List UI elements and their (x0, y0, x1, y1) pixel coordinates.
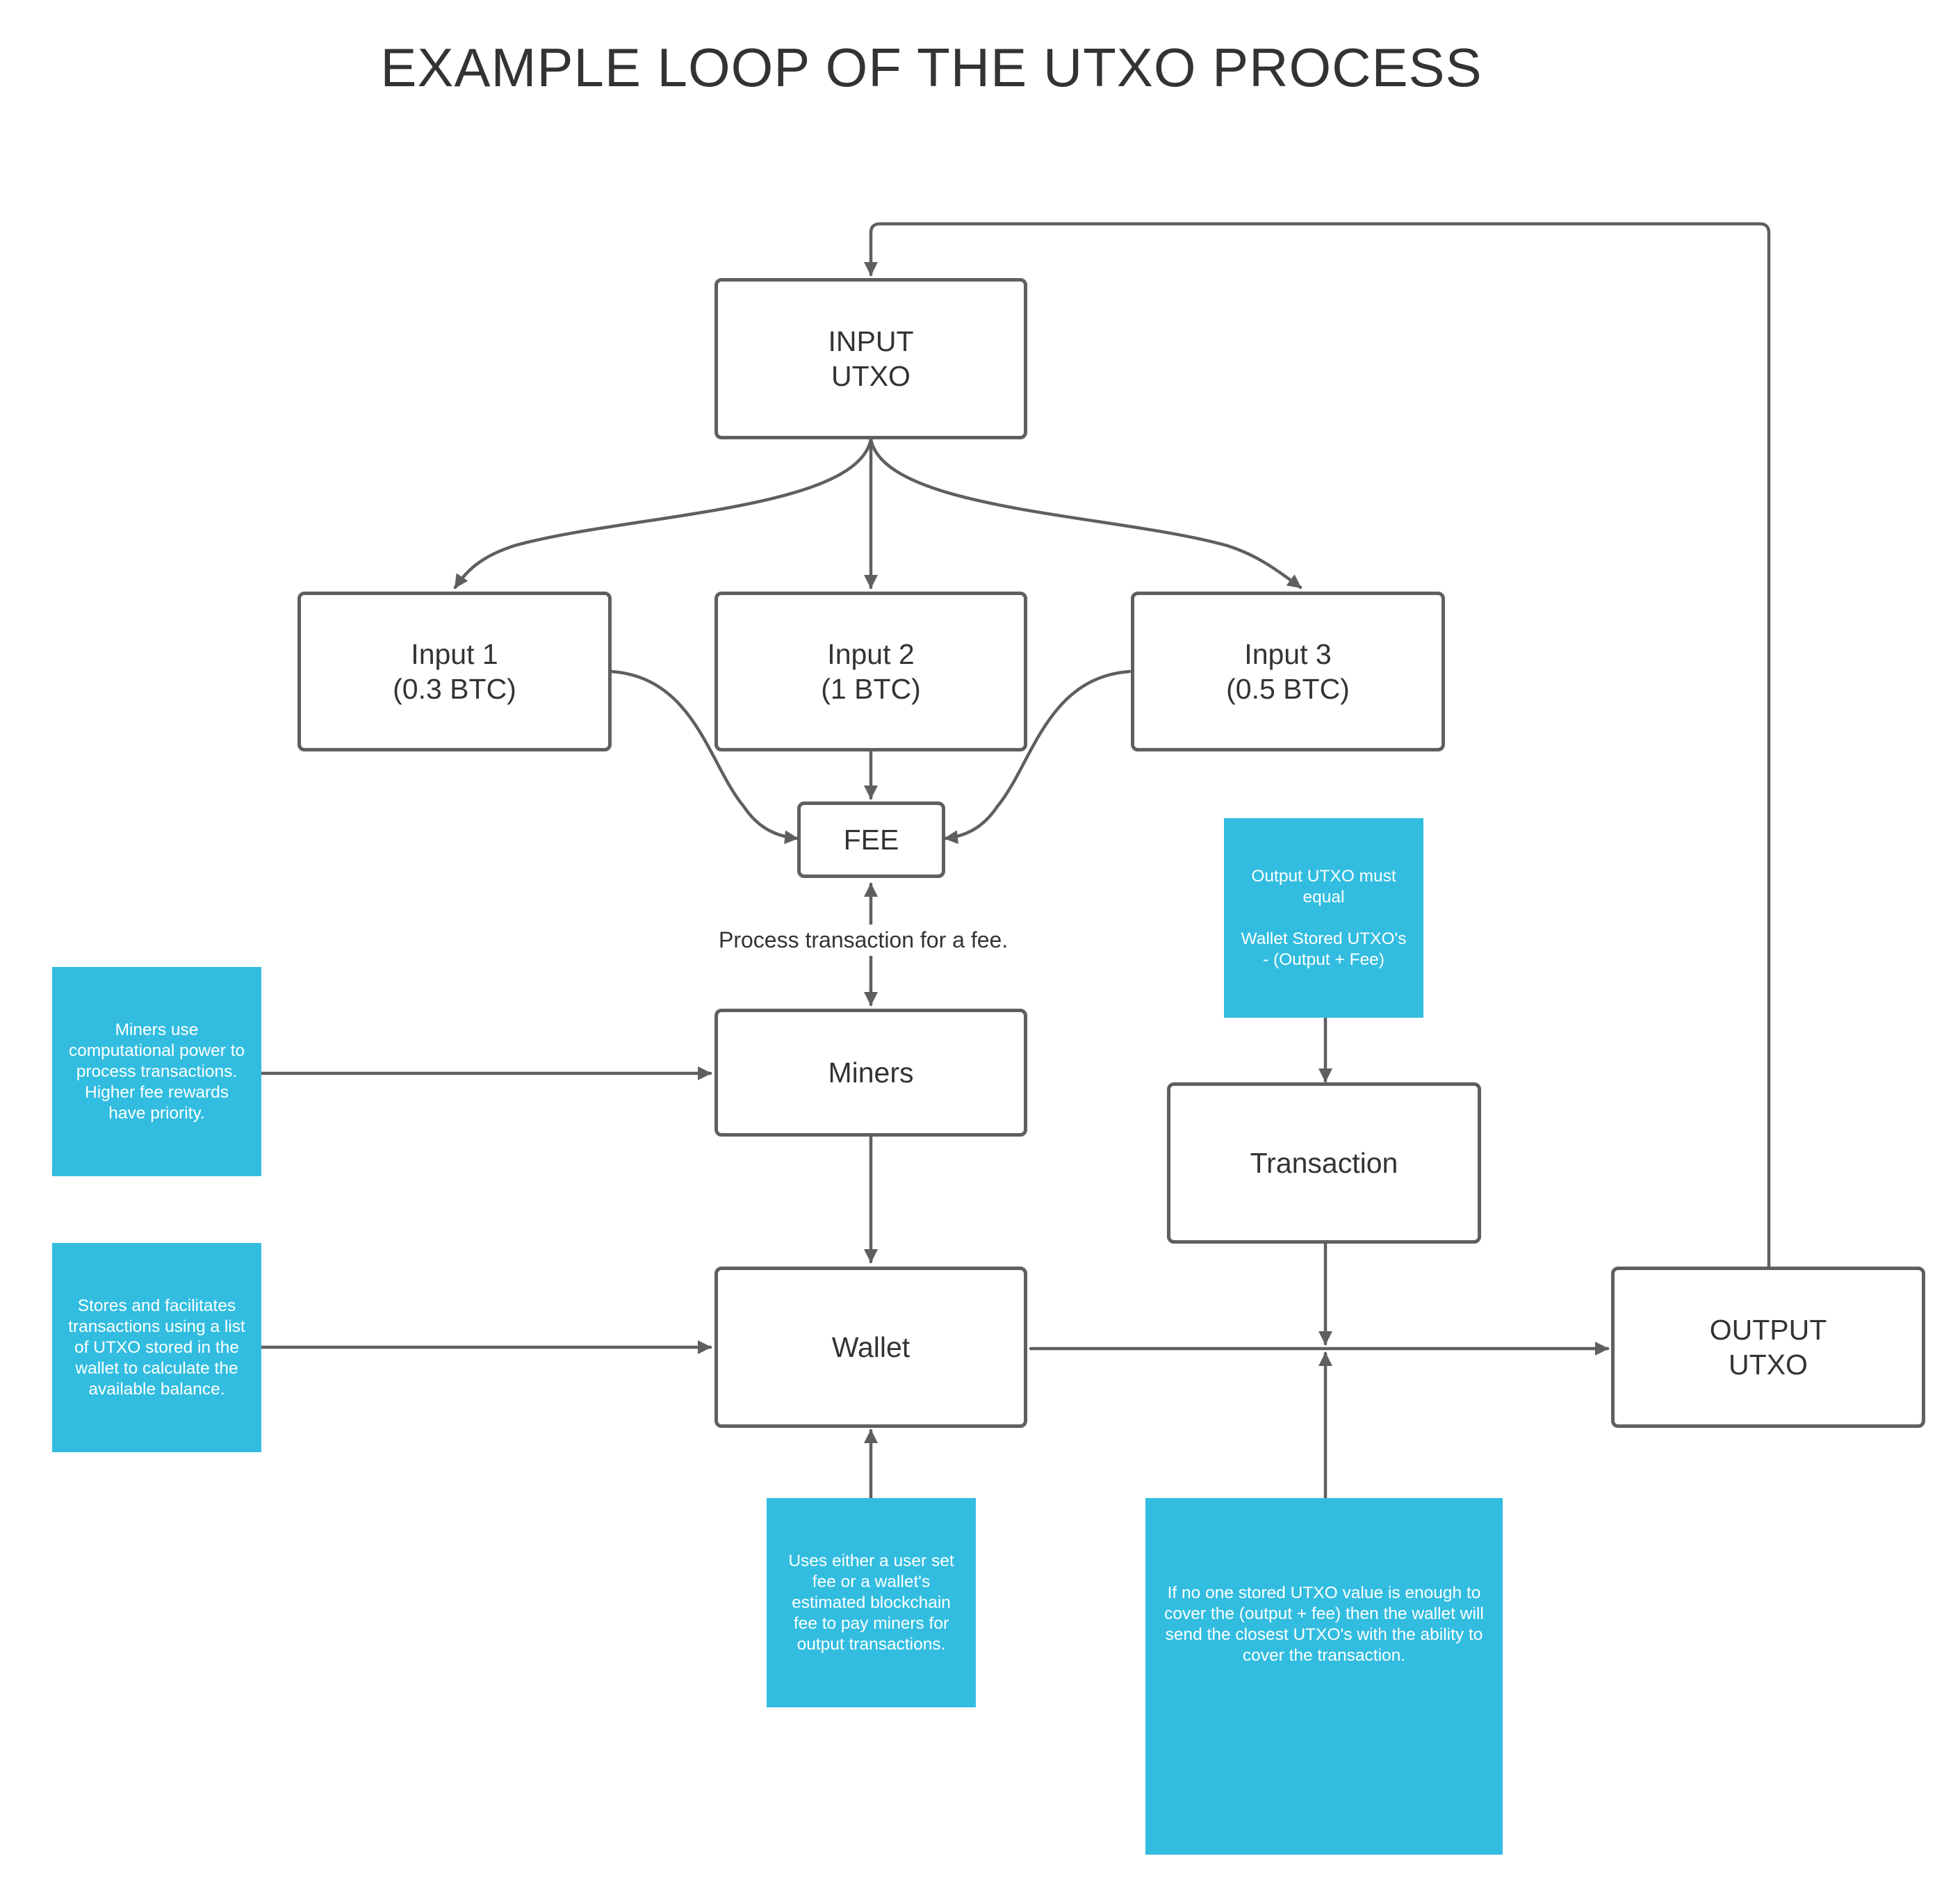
output-utxo-box: OUTPUT UTXO (1611, 1267, 1925, 1428)
output-utxo-line1: OUTPUT (1709, 1314, 1827, 1346)
fee-edge-label: Process transaction for a fee. (713, 925, 1014, 956)
output-rule-note: Output UTXO must equal Wallet Stored UTX… (1224, 818, 1423, 1018)
fee-box: FEE (797, 802, 945, 878)
input3-box: Input 3 (0.5 BTC) (1131, 592, 1445, 751)
miners-note: Miners use computational power to proces… (52, 967, 261, 1176)
output-utxo-line2: UTXO (1729, 1349, 1808, 1381)
loop-back-connector (864, 222, 1771, 1269)
wallet-note: Stores and facilitates transactions usin… (52, 1243, 261, 1452)
wallet-box: Wallet (714, 1267, 1027, 1428)
input3-to-fee-connector (943, 669, 1132, 845)
input-utxo-line2: UTXO (831, 360, 910, 392)
input-utxo-box: INPUT UTXO (714, 278, 1027, 439)
miners-label: Miners (828, 1057, 914, 1089)
input3-line2: (0.5 BTC) (1226, 673, 1350, 705)
closest-utxo-note-text: If no one stored UTXO value is enough to… (1164, 1583, 1484, 1665)
input2-line1: Input 2 (827, 638, 915, 670)
input1-box: Input 1 (0.3 BTC) (297, 592, 612, 751)
input-utxo-line1: INPUT (828, 325, 914, 357)
input-utxo-to-input1-connector (453, 437, 873, 589)
closest-utxo-note: If no one stored UTXO value is enough to… (1145, 1498, 1503, 1855)
output-rule-note-line1: Output UTXO must equal (1251, 866, 1396, 906)
input1-to-fee-connector (610, 669, 799, 845)
miners-box: Miners (714, 1009, 1027, 1137)
transaction-label: Transaction (1250, 1147, 1398, 1179)
fee-label: FEE (843, 824, 899, 856)
page-title: EXAMPLE LOOP OF THE UTXO PROCESS (380, 37, 1483, 98)
input3-line1: Input 3 (1244, 638, 1332, 670)
input1-line1: Input 1 (411, 638, 498, 670)
output-rule-note-line2: Wallet Stored UTXO's - (Output + Fee) (1241, 929, 1407, 969)
input-utxo-to-input3-connector (869, 437, 1302, 589)
miners-note-text: Miners use computational power to proces… (68, 1020, 245, 1123)
transaction-box: Transaction (1167, 1082, 1481, 1244)
wallet-note-text: Stores and facilitates transactions usin… (68, 1296, 245, 1399)
input2-box: Input 2 (1 BTC) (714, 592, 1027, 751)
fee-note: Uses either a user set fee or a wallet's… (767, 1498, 976, 1707)
input2-line2: (1 BTC) (821, 673, 921, 705)
fee-note-text: Uses either a user set fee or a wallet's… (788, 1551, 954, 1654)
wallet-label: Wallet (831, 1331, 910, 1363)
input1-line2: (0.3 BTC) (393, 673, 516, 705)
